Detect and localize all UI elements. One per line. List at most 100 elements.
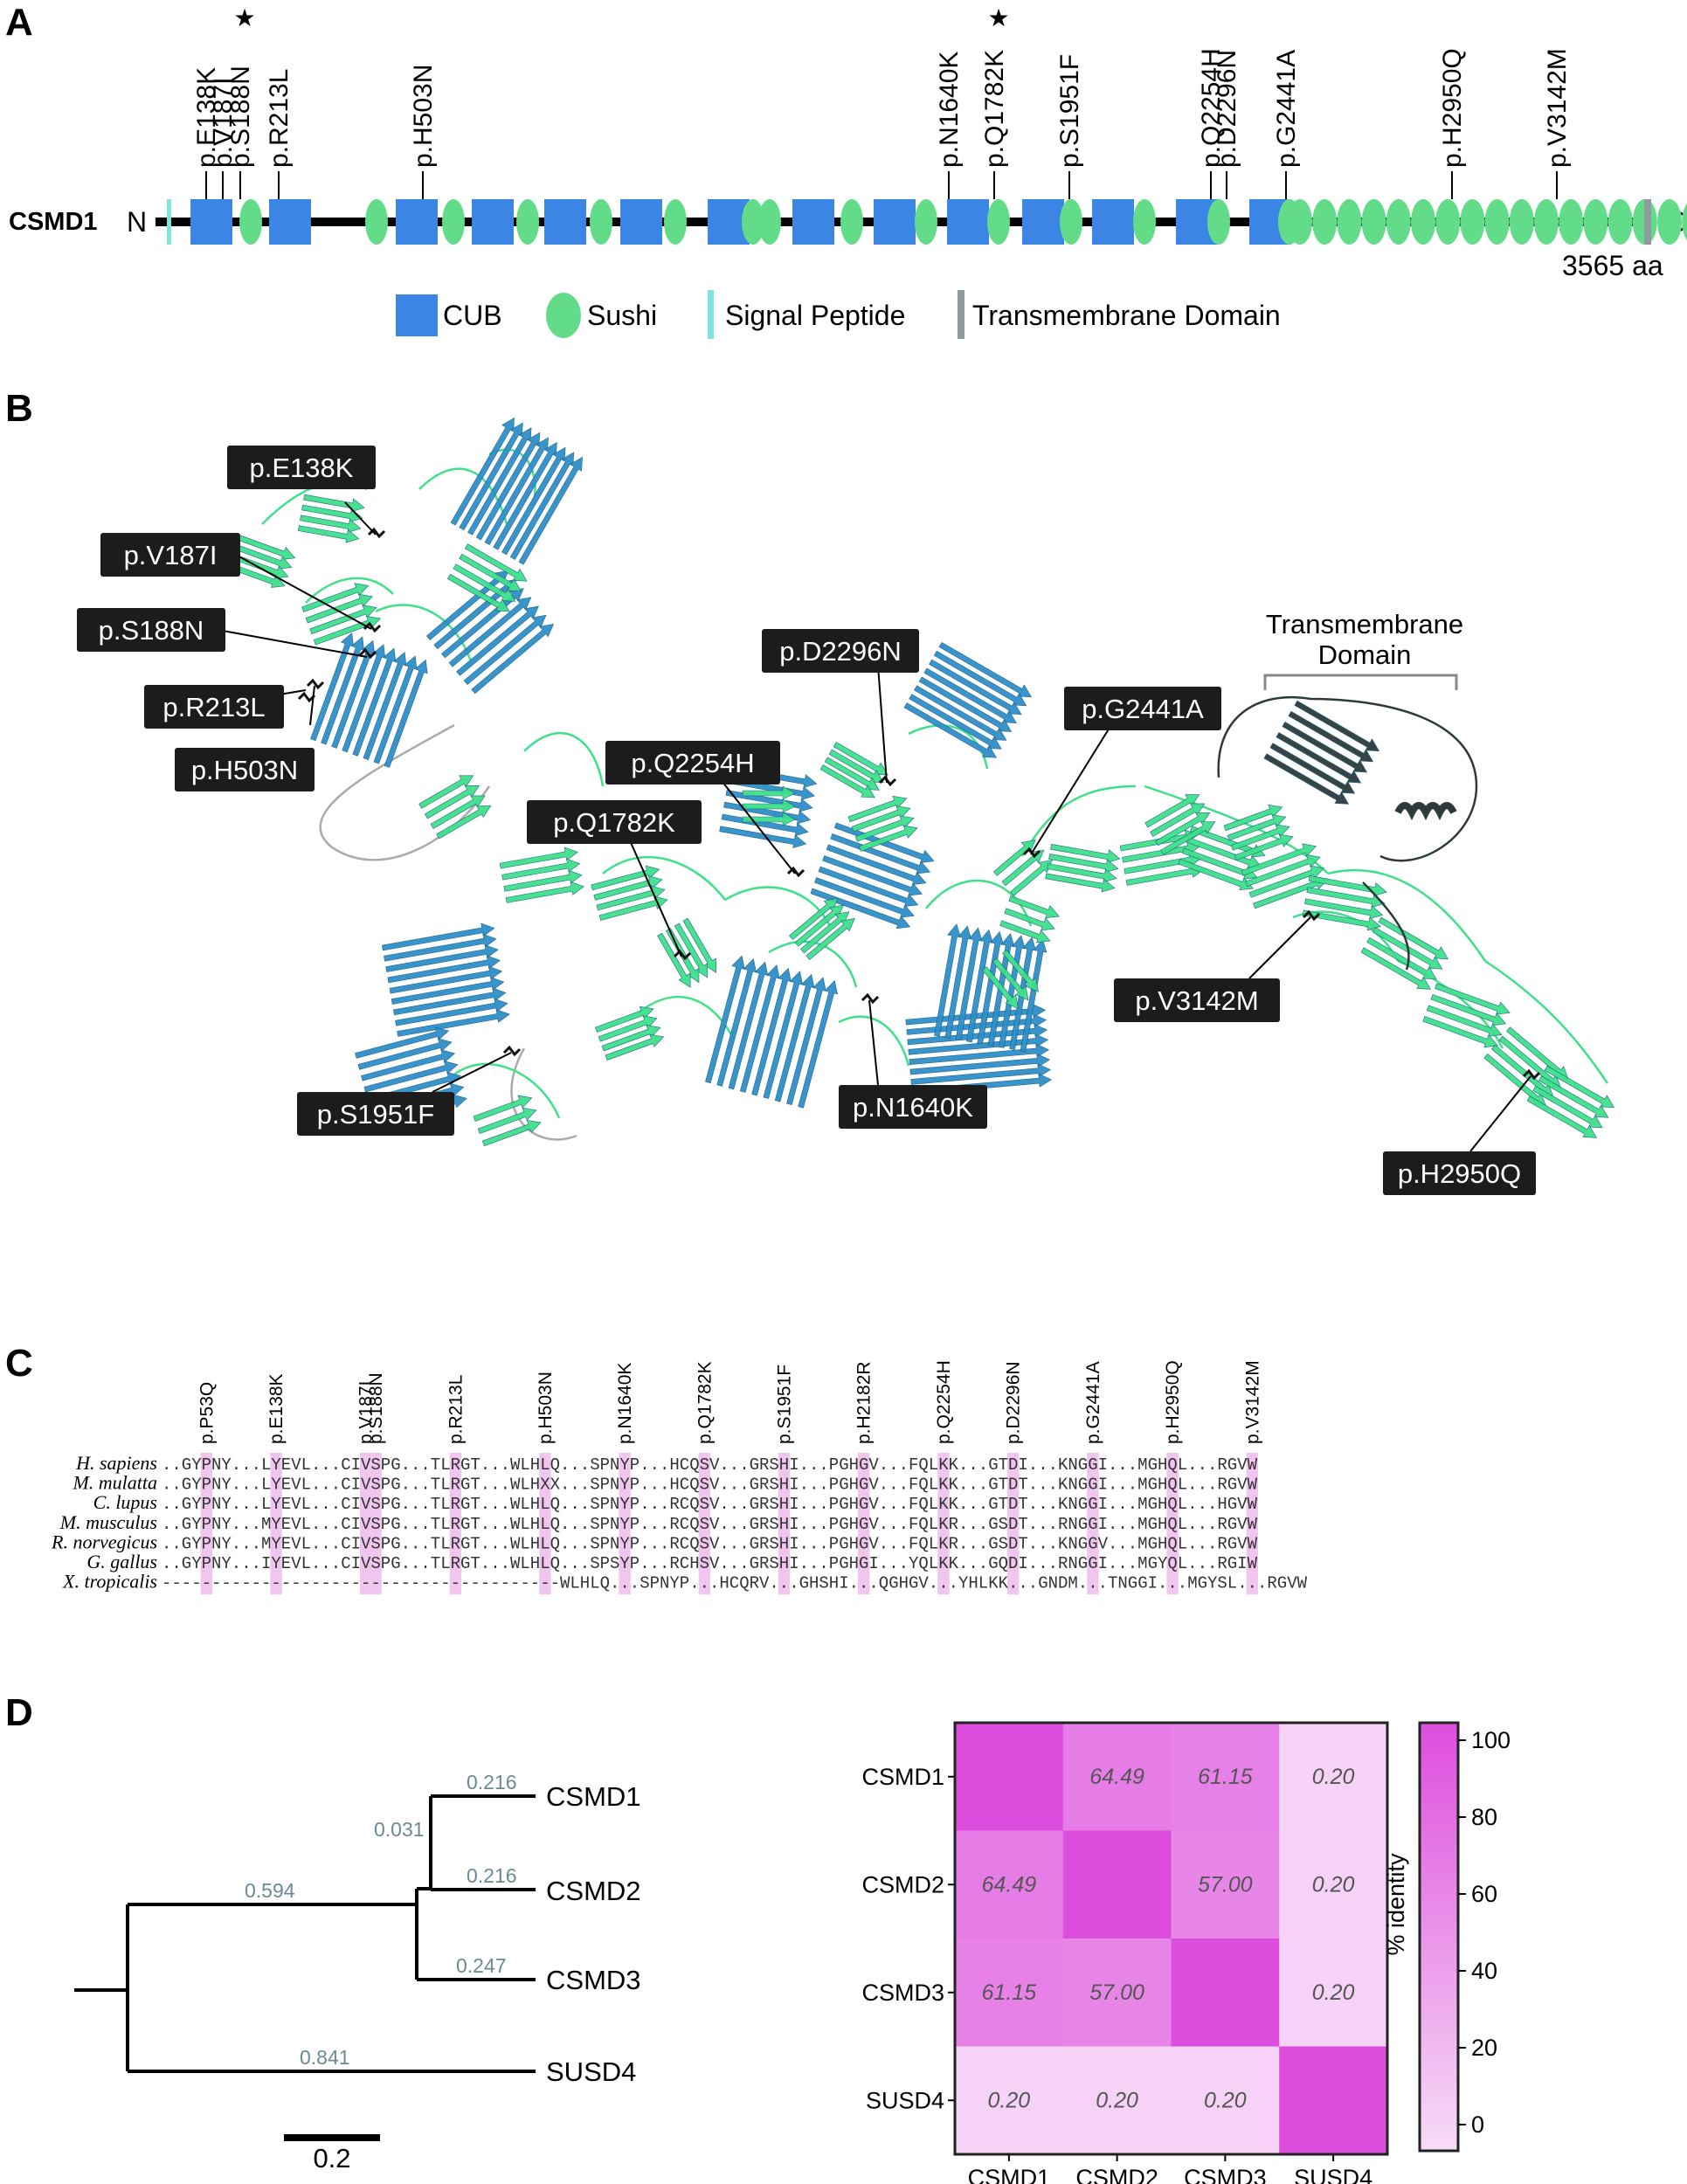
beta-sheet (982, 949, 1039, 1010)
beta-strand (824, 757, 880, 791)
beta-sheet (1422, 983, 1511, 1048)
mutation-label-box (1114, 978, 1280, 1022)
sequence-row: ----------------------------------------… (162, 1574, 1308, 1593)
beta-strand (1008, 895, 1060, 919)
beta-strand (301, 504, 363, 523)
mutation-label: p.R213L (265, 69, 294, 168)
tree-leaf-csmd3: CSMD3 (546, 1965, 641, 1995)
structure-mutation-label: p.N1640K (853, 1092, 973, 1123)
legend-signal-peptide: Signal Peptide (725, 300, 905, 331)
heatmap-cell (1062, 2046, 1172, 2155)
callout-line (1469, 1075, 1531, 1152)
heatmap-value: 57.00 (1089, 1980, 1144, 2005)
sushi-domain (1288, 199, 1312, 245)
beta-strand (300, 515, 362, 533)
beta-strand (1122, 840, 1201, 863)
residue-marker (367, 527, 386, 539)
beta-strand (705, 955, 745, 1084)
beta-strand (828, 749, 884, 784)
beta-strand (999, 920, 1051, 943)
beta-strand (1430, 993, 1507, 1026)
conserved-column (200, 1453, 212, 1595)
beta-strand (742, 798, 796, 813)
mutation-label-box (605, 741, 780, 784)
callout-line (877, 665, 888, 784)
beta-strand (933, 650, 1027, 707)
sushi-domain (1361, 199, 1386, 245)
beta-strand (418, 775, 474, 809)
beta-sheet (591, 865, 668, 921)
beta-strand (914, 685, 1007, 741)
beta-sheet (310, 632, 428, 768)
beta-strand (789, 897, 839, 941)
beta-strand (357, 1038, 453, 1070)
beta-strand (929, 659, 1022, 715)
tm-domain-label-line1: Transmembrane (1266, 609, 1463, 639)
mutation-label: p.D2296N (1213, 50, 1241, 168)
heatmap-value: 0.20 (1204, 2088, 1247, 2112)
conserved-column (1166, 1453, 1179, 1595)
species-name: X. tropicalis (62, 1571, 157, 1593)
heatmap-value: 61.15 (1198, 1765, 1253, 1789)
star-icon: ★ (987, 4, 1009, 31)
alignment-mutation-label: p.H2182R (854, 1361, 875, 1444)
beta-sheet (381, 923, 510, 1037)
residue-marker (878, 775, 897, 787)
beta-strand (1276, 732, 1362, 784)
beta-sheet (1144, 794, 1216, 855)
sushi-domain (664, 199, 687, 245)
beta-strand (1227, 814, 1287, 841)
beta-strand (389, 965, 503, 994)
beta-strand (742, 812, 796, 826)
domain-track (167, 199, 1687, 245)
callout-line (235, 554, 372, 630)
conserved-column (1246, 1453, 1258, 1595)
cub-domain (792, 199, 834, 245)
beta-strand (467, 427, 532, 536)
callout-line (222, 630, 368, 658)
beta-strand (1230, 824, 1290, 851)
tm-domain-bracket (1263, 674, 1458, 690)
beta-strand (481, 1119, 542, 1147)
heatmap-col-label: CSMD1 (968, 2165, 1051, 2184)
alignment-mutation-label: p.Q1782K (695, 1361, 715, 1444)
beta-strand (739, 964, 780, 1093)
sequence-row: ..GYPNY...LYEVL...CIVSPG...TLRGT...WLHLQ… (162, 1495, 1258, 1514)
beta-strand (518, 456, 583, 565)
beta-strand (851, 805, 911, 833)
structure-mutation-label: p.S1951F (317, 1099, 434, 1130)
beta-strand (786, 977, 826, 1106)
beta-strand (909, 1053, 1051, 1075)
beta-strand (1288, 710, 1374, 763)
colorbar-label: % identity (1383, 1853, 1409, 1956)
cub-domain (544, 199, 586, 245)
structure-mutation-label: p.R213L (162, 692, 265, 722)
sushi-domain (758, 199, 781, 245)
beta-strand (1223, 804, 1283, 832)
beta-strand (1160, 821, 1216, 855)
heatmap-cell (1062, 1830, 1172, 1939)
coil-loop (637, 995, 736, 1040)
beta-strand (484, 437, 549, 546)
structure-mutation-label: p.E138K (250, 453, 354, 483)
beta-strand (473, 1095, 533, 1122)
beta-strand (505, 881, 584, 903)
beta-sheet (473, 1095, 542, 1147)
protein-structure (225, 417, 1615, 1147)
beta-strand (459, 422, 523, 531)
coil-loop (925, 879, 1033, 927)
beta-strand (397, 1009, 510, 1037)
heatmap-value: 0.20 (1312, 1980, 1355, 2005)
beta-strand (391, 977, 505, 1005)
residue-marker (502, 1045, 522, 1057)
beta-strand (471, 623, 555, 695)
branch-length-csmd-clade: 0.594 (245, 1879, 295, 1902)
branch-length-internal: 0.031 (374, 1818, 425, 1841)
beta-strand (430, 795, 486, 829)
beta-sheet (450, 417, 583, 565)
beta-sheet (705, 955, 838, 1109)
alignment-mutation-label: p.R213L (446, 1375, 466, 1444)
mutation-label: p.E138K (192, 67, 221, 168)
beta-strand (1045, 873, 1116, 893)
